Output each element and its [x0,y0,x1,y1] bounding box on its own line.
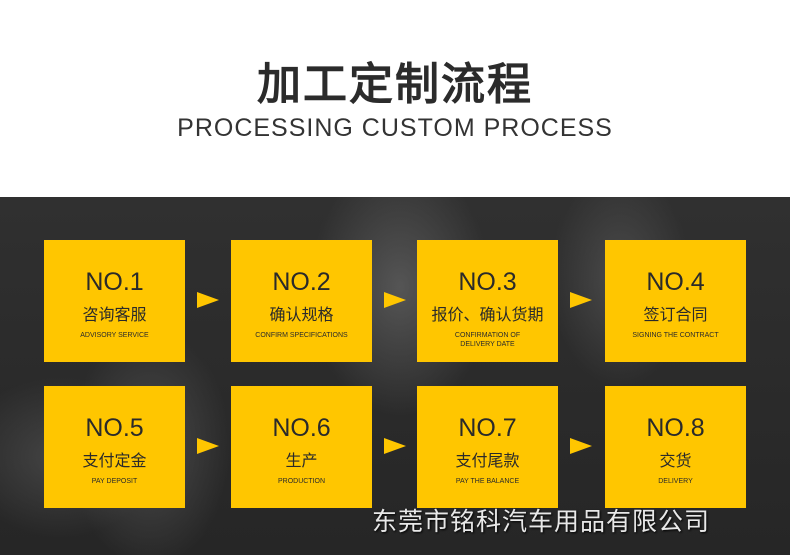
step-number: NO.2 [272,268,331,296]
step-number: NO.4 [646,268,705,296]
step-title: 支付定金 [82,451,147,470]
arrow-right-icon [384,438,406,454]
arrow-right-icon [570,438,592,454]
step-title: 支付尾款 [455,451,520,470]
step-subtitle: CONFIRM SPECIFICATIONS [255,332,348,339]
step-card: NO.6 生产 PRODUCTION [231,386,372,508]
arrow-right-icon [570,292,592,308]
arrow-right-icon [197,292,219,308]
step-title: 签订合同 [643,305,708,324]
arrow-right-icon [384,292,406,308]
step-card: NO.1 咨询客服 ADVISORY SERVICE [44,240,185,362]
step-title: 交货 [659,451,692,470]
step-number: NO.7 [458,414,517,442]
step-title: 报价、确认货期 [431,305,544,324]
step-number: NO.1 [85,268,144,296]
step-number: NO.5 [85,414,144,442]
step-card: NO.7 支付尾款 PAY THE BALANCE [417,386,558,508]
step-title: 生产 [285,451,318,470]
step-number: NO.3 [458,268,517,296]
step-number: NO.8 [646,414,705,442]
step-subtitle: PRODUCTION [277,478,326,485]
step-subtitle: CONFIRMATION OF DELIVERY DATE [454,332,521,348]
company-watermark: 东莞市铭科汽车用品有限公司 [372,507,711,536]
page-title: 加工定制流程 [257,59,533,110]
step-number: NO.6 [272,414,331,442]
step-title: 确认规格 [269,305,334,324]
step-card: NO.8 交货 DELIVERY [605,386,746,508]
step-subtitle: SIGNING THE CONTRACT [632,332,719,339]
arrow-right-icon [197,438,219,454]
step-subtitle: ADVISORY SERVICE [80,332,149,339]
step-card: NO.3 报价、确认货期 CONFIRMATION OF DELIVERY DA… [417,240,558,362]
step-subtitle: DELIVERY [658,478,693,485]
step-card: NO.2 确认规格 CONFIRM SPECIFICATIONS [231,240,372,362]
step-card: NO.5 支付定金 PAY DEPOSIT [44,386,185,508]
step-subtitle: PAY THE BALANCE [455,478,520,485]
step-card: NO.4 签订合同 SIGNING THE CONTRACT [605,240,746,362]
step-subtitle: PAY DEPOSIT [91,478,138,485]
step-title: 咨询客服 [82,305,147,324]
page-subtitle: PROCESSING CUSTOM PROCESS [177,114,613,142]
